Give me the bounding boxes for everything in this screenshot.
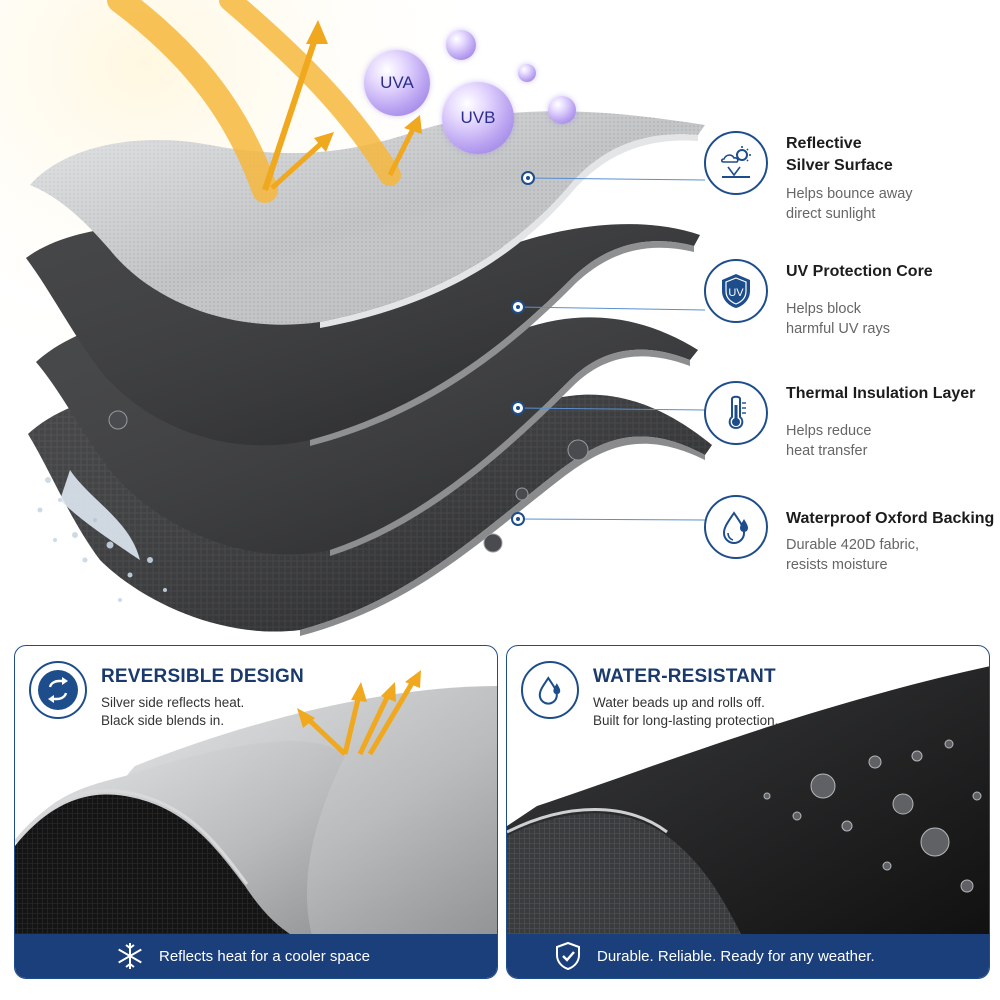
- water-droplets: [108, 410, 589, 553]
- snowflake-icon: [113, 939, 147, 973]
- uva-bubble: UVA: [364, 50, 430, 116]
- heat-reflect-arrows: [297, 670, 421, 756]
- feature-reflective-silver: Reflective Silver Surface Helps bounce a…: [704, 131, 1000, 241]
- panel-desc: Silver side reflects heat. Black side bl…: [101, 695, 245, 728]
- callout-dot-oxford: [511, 512, 525, 526]
- panel-footer-bar: Durable. Reliable. Ready for any weather…: [507, 934, 989, 978]
- layer-silver-surface: [30, 111, 705, 328]
- uvb-bubble: UVB: [442, 82, 514, 154]
- reverse-arrows-icon: [29, 661, 87, 719]
- callout-dot-silver: [521, 171, 535, 185]
- callout-dot-thermal: [511, 401, 525, 415]
- water-drops-icon: [521, 661, 579, 719]
- reversible-design-panel: REVERSIBLE DESIGN Silver side reflects h…: [14, 645, 498, 979]
- thermometer-icon: [704, 381, 768, 445]
- water-resistant-fabric-image: [507, 666, 989, 946]
- panel-title: REVERSIBLE DESIGN: [101, 666, 304, 687]
- callout-dot-uv-core: [511, 300, 525, 314]
- sun-ray-arrows: [107, 0, 422, 203]
- shield-check-icon: [551, 939, 585, 973]
- feature-title: Waterproof Oxford Backing: [786, 510, 995, 527]
- layers-illustration: [0, 0, 720, 640]
- water-resistant-panel: WATER-RESISTANT Water beads up and rolls…: [506, 645, 990, 979]
- feature-title: Thermal Insulation Layer: [786, 385, 976, 402]
- uvb-label: UVB: [460, 108, 496, 127]
- feature-desc: Helps reduce heat transfer: [786, 423, 872, 459]
- panel-footer-bar: Reflects heat for a cooler space: [15, 934, 497, 978]
- water-splash: [37, 470, 167, 602]
- water-drops-icon: [704, 495, 768, 559]
- small-bubble: [518, 64, 536, 82]
- reversible-fabric-image: [15, 670, 497, 946]
- svg-text:UV: UV: [728, 287, 744, 299]
- feature-thermal-insulation: Thermal Insulation Layer Helps reduce he…: [704, 381, 1000, 491]
- feature-uv-protection-core: UV UV Protection Core Helps block harmfu…: [704, 259, 1000, 369]
- feature-desc: Helps block harmful UV rays: [786, 301, 890, 337]
- feature-desc: Durable 420D fabric, resists moisture: [786, 537, 919, 573]
- panel-desc: Water beads up and rolls off. Built for …: [593, 695, 779, 728]
- sun-reflect-icon: [704, 131, 768, 195]
- panel-footer-text: Reflects heat for a cooler space: [159, 947, 370, 965]
- uva-label: UVA: [380, 73, 414, 92]
- panel-title: WATER-RESISTANT: [593, 666, 776, 687]
- uv-shield-icon: UV: [704, 259, 768, 323]
- small-bubble: [548, 96, 576, 124]
- small-bubble: [446, 30, 476, 60]
- feature-desc: Helps bounce away direct sunlight: [786, 186, 913, 222]
- feature-waterproof-oxford: Waterproof Oxford Backing Durable 420D f…: [704, 495, 1000, 605]
- water-beads: [763, 739, 982, 893]
- panel-footer-text: Durable. Reliable. Ready for any weather…: [597, 947, 875, 965]
- feature-title: Reflective Silver Surface: [786, 135, 893, 174]
- feature-title: UV Protection Core: [786, 263, 933, 280]
